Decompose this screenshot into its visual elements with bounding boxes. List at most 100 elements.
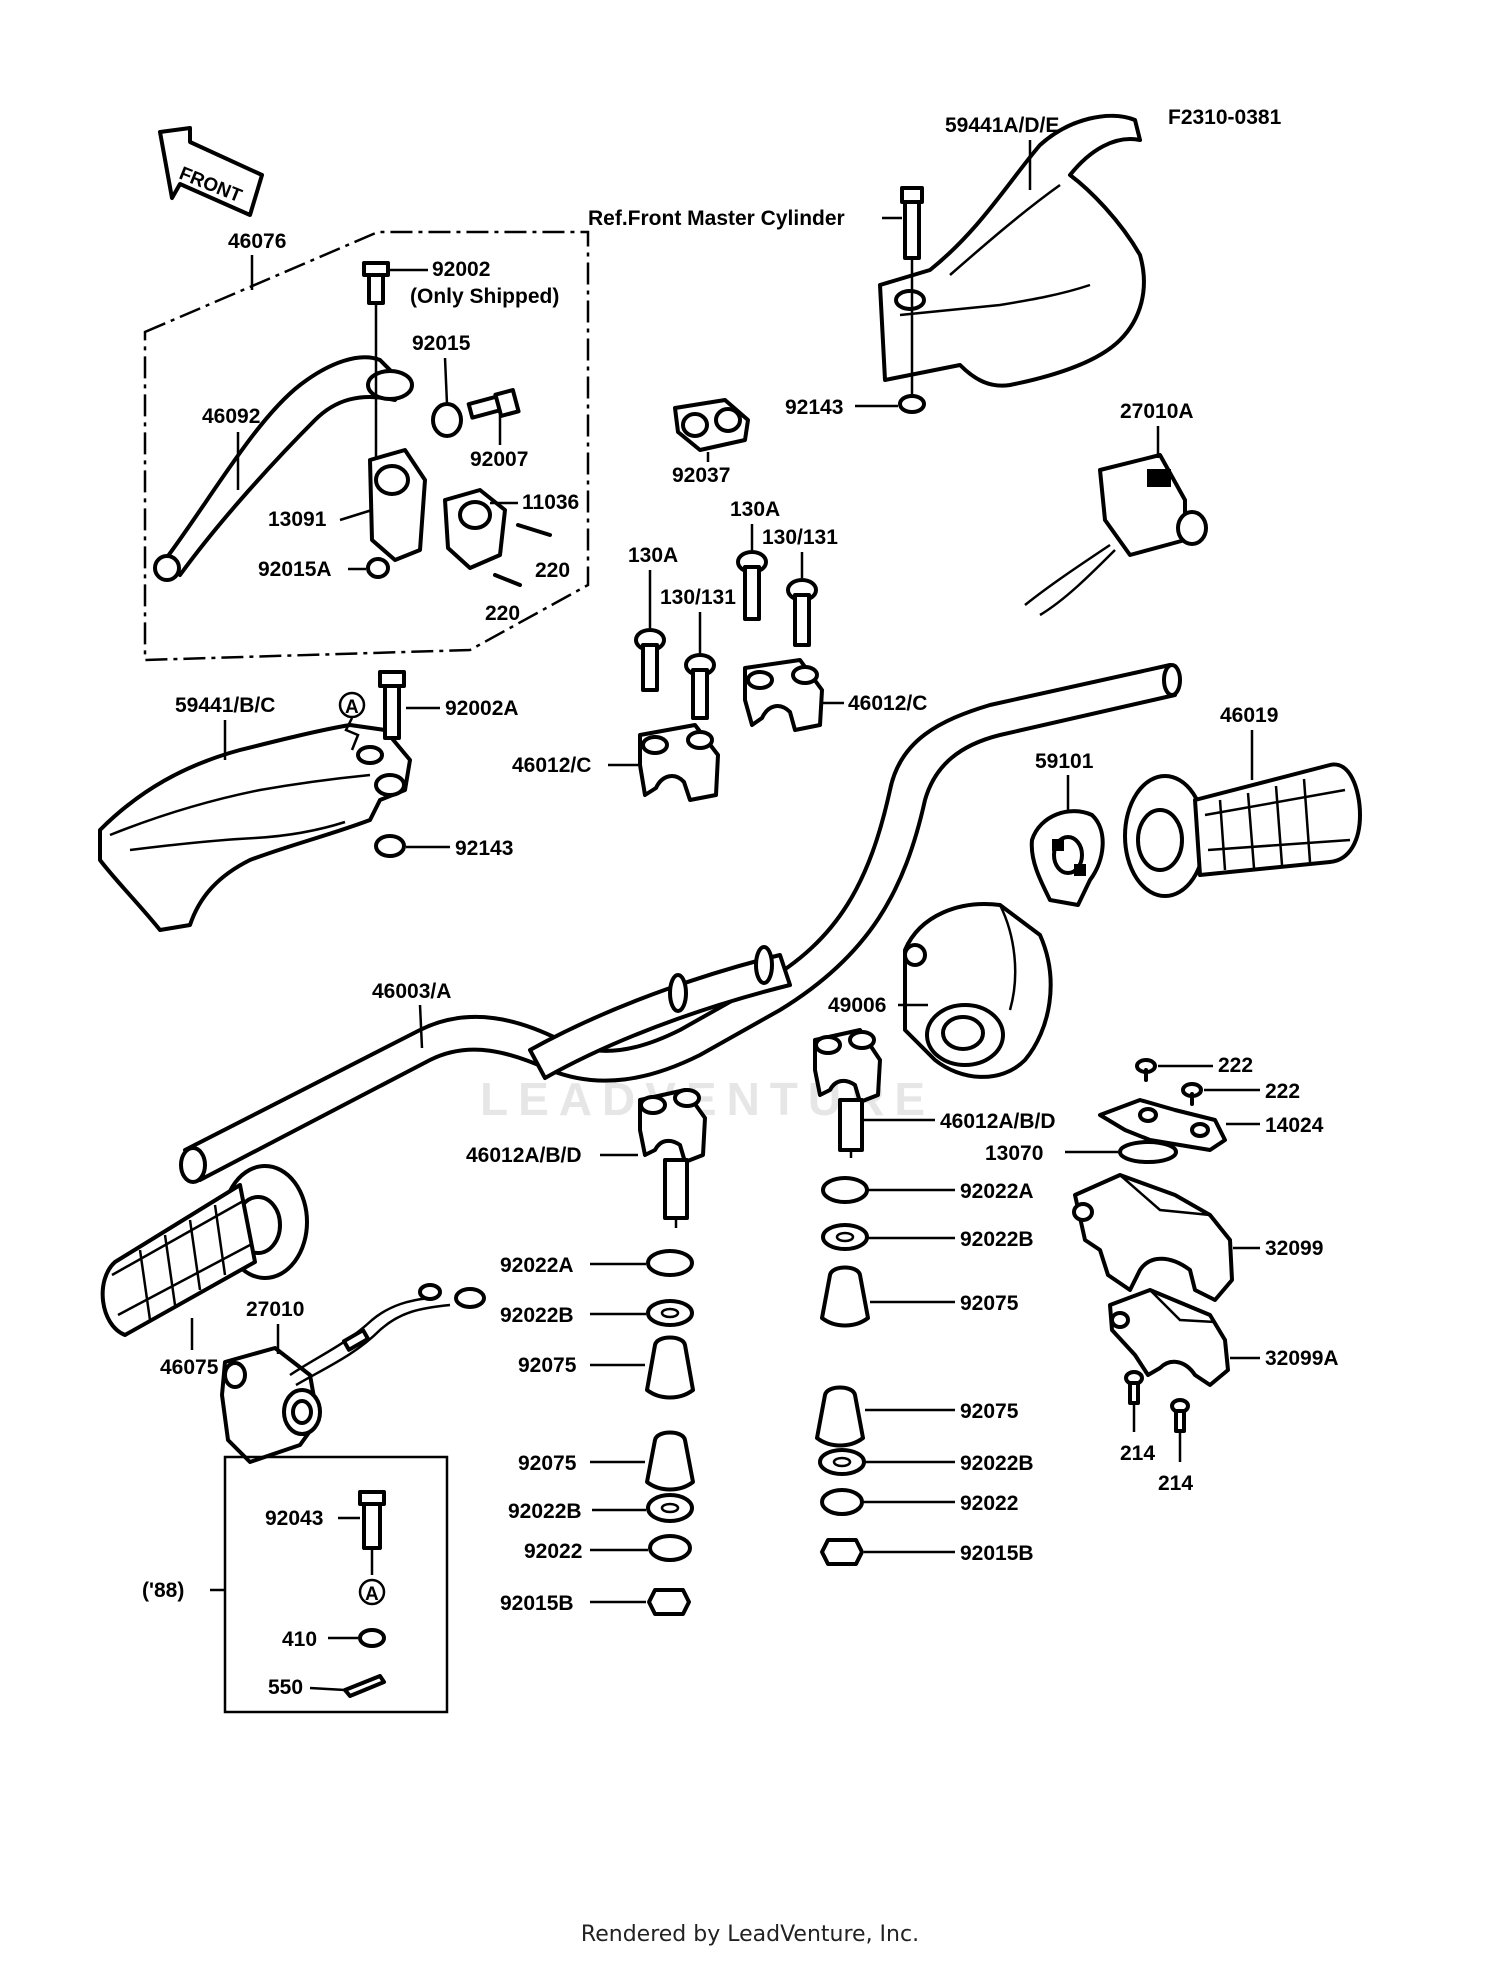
label-46075: 46075 bbox=[160, 1356, 219, 1379]
nut-92015A bbox=[366, 557, 390, 579]
label-92043: 92043 bbox=[265, 1507, 323, 1530]
screw-220b bbox=[493, 573, 522, 587]
label-46076: 46076 bbox=[228, 230, 286, 253]
washer-92022B-left-lower-hole bbox=[660, 1502, 680, 1514]
label-32099: 32099 bbox=[1265, 1237, 1323, 1260]
washer-92022B-left bbox=[646, 1299, 694, 1327]
svg-text:A: A bbox=[345, 697, 359, 718]
cover-14024 bbox=[1098, 1098, 1227, 1152]
bolt-130-131-right bbox=[786, 578, 818, 647]
bolt-master-cylinder bbox=[900, 186, 924, 395]
year-88-box bbox=[223, 1455, 449, 1714]
washer-92022B-right-lower-hole bbox=[832, 1456, 852, 1468]
washer-92022-left bbox=[648, 1534, 692, 1562]
label-46012ABDa: 46012A/B/D bbox=[940, 1110, 1056, 1133]
brake-lever bbox=[153, 355, 414, 582]
front-arrow-icon: FRONT bbox=[158, 126, 264, 217]
washer-92022A-left bbox=[646, 1249, 694, 1277]
screw-222b bbox=[1181, 1082, 1203, 1106]
label-92022Aa: 92022A bbox=[500, 1254, 574, 1277]
rubber-92075-right-lower bbox=[815, 1385, 865, 1448]
label-46019: 46019 bbox=[1220, 704, 1278, 727]
ring-13070 bbox=[1118, 1140, 1178, 1164]
washer-410 bbox=[358, 1628, 386, 1648]
clamp-11036 bbox=[443, 488, 507, 570]
leader-13091 bbox=[339, 508, 373, 522]
label-214a: 214 bbox=[1120, 1442, 1155, 1465]
bolt-130-131-left bbox=[684, 653, 716, 720]
lever-holder-13091 bbox=[368, 448, 427, 562]
leader-550 bbox=[309, 1686, 346, 1692]
label-92022a: 92022 bbox=[960, 1492, 1018, 1515]
label-92022Ab: 92022A bbox=[960, 1180, 1034, 1203]
label-92075b: 92075 bbox=[518, 1354, 577, 1377]
handlebar-46003A bbox=[179, 663, 1182, 1184]
label-13070: 13070 bbox=[985, 1142, 1043, 1165]
screw-214a bbox=[1124, 1370, 1144, 1432]
label-92022Bc: 92022B bbox=[960, 1452, 1034, 1475]
bolt-130A-right bbox=[736, 550, 768, 621]
marker-a-top: A bbox=[338, 691, 366, 751]
washer-92143-left bbox=[374, 834, 406, 858]
washer-92022B-right-hole bbox=[835, 1231, 855, 1243]
label-220a: 220 bbox=[535, 559, 570, 582]
label-92015: 92015 bbox=[412, 332, 471, 355]
label-59441ADE: 59441A/D/E bbox=[945, 114, 1059, 137]
label-27010A: 27010A bbox=[1120, 400, 1194, 423]
label-92015A: 92015A bbox=[258, 558, 332, 581]
label-92022Bd: 92022B bbox=[508, 1500, 582, 1523]
label-59101: 59101 bbox=[1035, 750, 1094, 773]
label-92007: 92007 bbox=[470, 448, 528, 471]
label-130Aa: 130A bbox=[628, 544, 678, 567]
label-92075a: 92075 bbox=[960, 1292, 1019, 1315]
washer-92022B-left-hole bbox=[660, 1307, 680, 1319]
label-92015Bb: 92015B bbox=[500, 1592, 574, 1615]
label-92002-note: (Only Shipped) bbox=[410, 285, 559, 308]
label-88: ('88) bbox=[142, 1579, 184, 1602]
switch-housing-32099A bbox=[1108, 1288, 1230, 1387]
label-92075c: 92075 bbox=[960, 1400, 1019, 1423]
grip-46075 bbox=[100, 1164, 309, 1337]
washer-92022B-right bbox=[821, 1223, 869, 1251]
label-92143b: 92143 bbox=[455, 837, 513, 860]
clamp-46012C-right bbox=[743, 658, 824, 732]
label-92002: 92002 bbox=[432, 258, 490, 281]
washer-92022-right bbox=[820, 1488, 864, 1516]
label-59441BC: 59441/B/C bbox=[175, 694, 275, 717]
washer-92022A-right bbox=[821, 1176, 869, 1204]
rubber-92075-left bbox=[645, 1335, 695, 1400]
label-92143a: 92143 bbox=[785, 396, 843, 419]
label-49006: 49006 bbox=[828, 994, 886, 1017]
rubber-92075-left-lower bbox=[645, 1430, 695, 1492]
label-92002A: 92002A bbox=[445, 697, 519, 720]
label-14024: 14024 bbox=[1265, 1114, 1324, 1137]
label-130-131b: 130/131 bbox=[762, 526, 838, 549]
label-13091: 13091 bbox=[268, 508, 327, 531]
label-46012Ca: 46012/C bbox=[848, 692, 927, 715]
grip-46019 bbox=[1123, 762, 1362, 898]
label-11036: 11036 bbox=[522, 491, 579, 514]
clamp-46012C-left bbox=[638, 723, 720, 802]
throttle-housing-49006 bbox=[903, 902, 1053, 1079]
label-92022b: 92022 bbox=[524, 1540, 582, 1563]
hand-guard-left bbox=[98, 723, 412, 932]
label-130-131a: 130/131 bbox=[660, 586, 736, 609]
label-46092: 46092 bbox=[202, 405, 260, 428]
footer-credit: Rendered by LeadVenture, Inc. bbox=[580, 1922, 920, 1947]
switch-housing-32099 bbox=[1072, 1173, 1234, 1302]
label-92022Bb: 92022B bbox=[500, 1304, 574, 1327]
bolt-92043 bbox=[358, 1490, 386, 1575]
bolt-130A-left bbox=[634, 628, 666, 692]
label-214b: 214 bbox=[1158, 1472, 1193, 1495]
label-550: 550 bbox=[268, 1676, 303, 1699]
washer-92022B-right-lower bbox=[818, 1448, 866, 1476]
label-27010: 27010 bbox=[246, 1298, 304, 1321]
washer-92022B-left-lower bbox=[646, 1493, 694, 1523]
label-130Ab: 130A bbox=[730, 498, 780, 521]
label-32099A: 32099A bbox=[1265, 1347, 1339, 1370]
washer-92015 bbox=[431, 402, 463, 438]
cable-guide-59101 bbox=[1029, 809, 1105, 907]
pin-550 bbox=[343, 1674, 386, 1698]
label-92015Ba: 92015B bbox=[960, 1542, 1034, 1565]
